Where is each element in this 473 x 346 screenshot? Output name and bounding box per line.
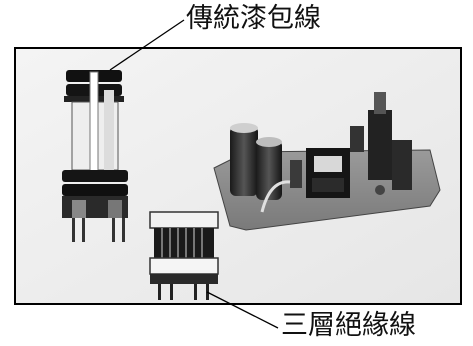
top-leader-line xyxy=(109,19,185,71)
traditional-transformer xyxy=(62,70,128,242)
pcb-board xyxy=(213,92,441,231)
bottom-leader-line xyxy=(206,291,279,329)
triple-insulated-wire-label: 三層絕緣線 xyxy=(281,310,416,341)
traditional-enamel-wire-label: 傳統漆包線 xyxy=(186,3,321,34)
